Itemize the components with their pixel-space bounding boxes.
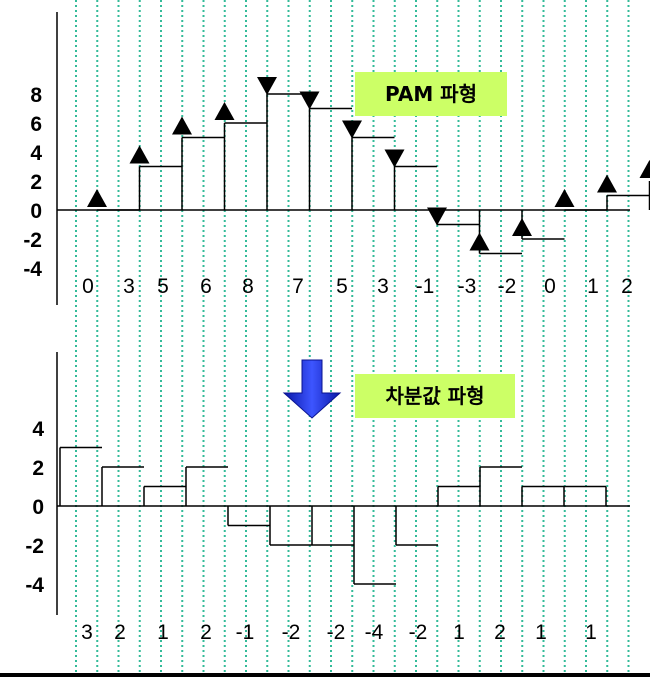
x-label: 5: [336, 275, 348, 298]
y-tick-label: 8: [30, 84, 42, 107]
sample-down-marker: [342, 120, 362, 139]
sample-down-marker: [384, 149, 405, 168]
x-label: -1: [416, 275, 435, 298]
y-tick-label: -4: [25, 574, 44, 597]
x-label: -2: [327, 621, 346, 644]
y-tick-label: -4: [23, 258, 42, 281]
x-label: 6: [200, 275, 212, 298]
sample-up-marker: [554, 189, 575, 207]
x-label: 1: [585, 621, 597, 644]
y-tick-label: -2: [25, 535, 44, 558]
x-label: 8: [242, 275, 254, 298]
y-tick-label: 0: [32, 496, 44, 519]
x-label: 7: [292, 275, 304, 298]
differential-waveform: [59, 446, 607, 585]
x-label: 3: [377, 275, 389, 298]
x-label: 1: [587, 275, 599, 298]
x-label: 2: [494, 621, 506, 644]
x-label: 3: [123, 275, 135, 298]
x-label: 1: [535, 621, 547, 644]
y-tick-label: 2: [30, 171, 42, 194]
x-label: -2: [409, 621, 428, 644]
y-tick-label: 4: [30, 142, 42, 165]
x-label: 0: [82, 275, 94, 298]
x-label: -1: [236, 621, 255, 644]
sample-down-marker: [257, 77, 277, 95]
x-label: 2: [114, 621, 126, 644]
sample-up-marker: [129, 145, 150, 164]
diff-label: 차분값 파형: [386, 384, 485, 408]
x-label: 3: [81, 621, 93, 644]
x-label: 0: [544, 275, 556, 298]
x-label: 1: [453, 621, 465, 644]
sample-down-marker: [299, 91, 320, 110]
sample-down-marker: [427, 207, 447, 226]
y-tick-label: 6: [30, 113, 42, 136]
x-label: 5: [157, 275, 169, 298]
down-arrow-icon: [282, 359, 342, 419]
pam-label: PAM 파형: [385, 82, 477, 106]
sample-up-marker: [469, 232, 490, 251]
x-label: 2: [200, 621, 212, 644]
x-label: 2: [621, 275, 633, 298]
sample-up-marker: [214, 102, 235, 120]
top-y-tick-labels: 8 6 4 2 0 -2 -4: [23, 84, 42, 281]
sample-up-marker: [512, 218, 532, 236]
bottom-y-tick-labels: 4 2 0 -2 -4: [25, 418, 44, 597]
x-label: -2: [282, 621, 301, 644]
x-label: -4: [365, 621, 384, 644]
y-tick-label: 0: [30, 200, 42, 223]
y-tick-label: 2: [32, 457, 44, 480]
dotted-grid: [75, 0, 630, 672]
x-label: 1: [157, 621, 169, 644]
sample-up-marker: [87, 189, 107, 207]
y-tick-label: 4: [32, 418, 44, 441]
diff-label-box: [355, 374, 515, 418]
y-tick-label: -2: [23, 229, 42, 252]
pam-waveform: [87, 77, 650, 255]
pam-label-box: [355, 72, 507, 116]
sample-up-marker: [597, 174, 617, 193]
x-label: -2: [498, 275, 517, 298]
sample-up-marker: [172, 116, 192, 135]
sample-up-marker: [639, 160, 650, 178]
x-label: -3: [458, 275, 477, 298]
